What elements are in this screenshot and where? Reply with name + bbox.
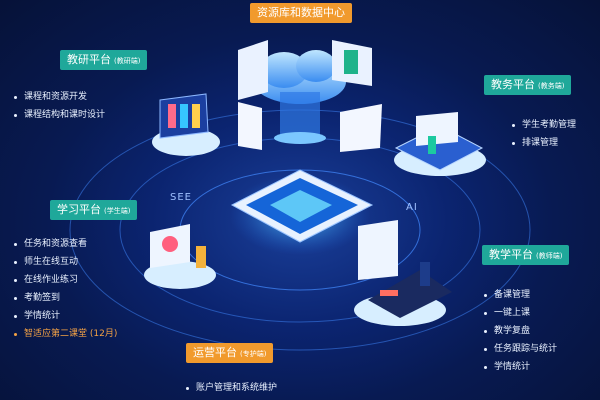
list-item: 学生考勤管理 <box>512 116 576 134</box>
operation-platform-role: (专护端) <box>240 350 267 358</box>
list-item: 课程结构和课时设计 <box>14 106 105 124</box>
list-item: 排课管理 <box>512 134 576 152</box>
learning-platform-illustration <box>144 224 216 289</box>
list-item: 一键上课 <box>484 304 557 322</box>
ai-label: AI <box>406 202 418 213</box>
see-label: SEE <box>170 192 192 203</box>
list-item: 在线作业练习 <box>14 271 117 289</box>
list-item: 学情统计 <box>14 307 117 325</box>
list-item: 账户管理和系统维护 <box>186 379 277 397</box>
list-item: 任务和资源查看 <box>14 235 117 253</box>
research-platform-title: 教研平台 <box>67 53 111 66</box>
center-title-text: 资源库和数据中心 <box>257 6 345 19</box>
academic-platform-title: 教务平台 <box>491 78 535 91</box>
operation-feature-list: 账户管理和系统维护 <box>186 379 277 397</box>
research-platform-role: (教研端) <box>114 57 141 65</box>
list-item: 教学复盘 <box>484 322 557 340</box>
teaching-platform-title: 教学平台 <box>489 248 533 261</box>
operation-platform-title: 运营平台 <box>193 346 237 359</box>
teaching-platform-illustration <box>354 220 452 326</box>
teaching-platform-role: (教师端) <box>536 252 563 260</box>
data-cloud-icon <box>254 50 346 144</box>
resource-screens <box>238 40 382 152</box>
learning-feature-list: 任务和资源查看 师生在线互动 在线作业练习 考勤签到 学情统计 智适应第二课堂 … <box>14 235 117 343</box>
center-title: 资源库和数据中心 <box>250 3 352 23</box>
operation-platform-label: 运营平台(专护端) <box>186 343 274 363</box>
list-item: 学情统计 <box>484 358 557 376</box>
academic-platform-role: (教务端) <box>538 82 565 90</box>
learning-platform-role: (学生端) <box>104 207 131 215</box>
academic-platform-label: 教务平台(教务端) <box>484 75 572 95</box>
list-item: 任务跟踪与统计 <box>484 340 557 358</box>
research-feature-list: 课程和资源开发 课程结构和课时设计 <box>14 88 105 124</box>
research-platform-illustration <box>152 93 220 156</box>
list-item: 师生在线互动 <box>14 253 117 271</box>
center-device <box>230 169 374 243</box>
list-item: 备课管理 <box>484 286 557 304</box>
learning-platform-title: 学习平台 <box>57 203 101 216</box>
academic-platform-illustration <box>394 112 486 176</box>
teaching-feature-list: 备课管理 一键上课 教学复盘 任务跟踪与统计 学情统计 <box>484 286 557 376</box>
learning-platform-label: 学习平台(学生端) <box>50 200 138 220</box>
list-item-highlight: 智适应第二课堂 (12月) <box>14 325 117 343</box>
list-item: 考勤签到 <box>14 289 117 307</box>
teaching-platform-label: 教学平台(教师端) <box>482 245 570 265</box>
list-item: 课程和资源开发 <box>14 88 105 106</box>
research-platform-label: 教研平台(教研端) <box>60 50 148 70</box>
academic-feature-list: 学生考勤管理 排课管理 <box>512 116 576 152</box>
